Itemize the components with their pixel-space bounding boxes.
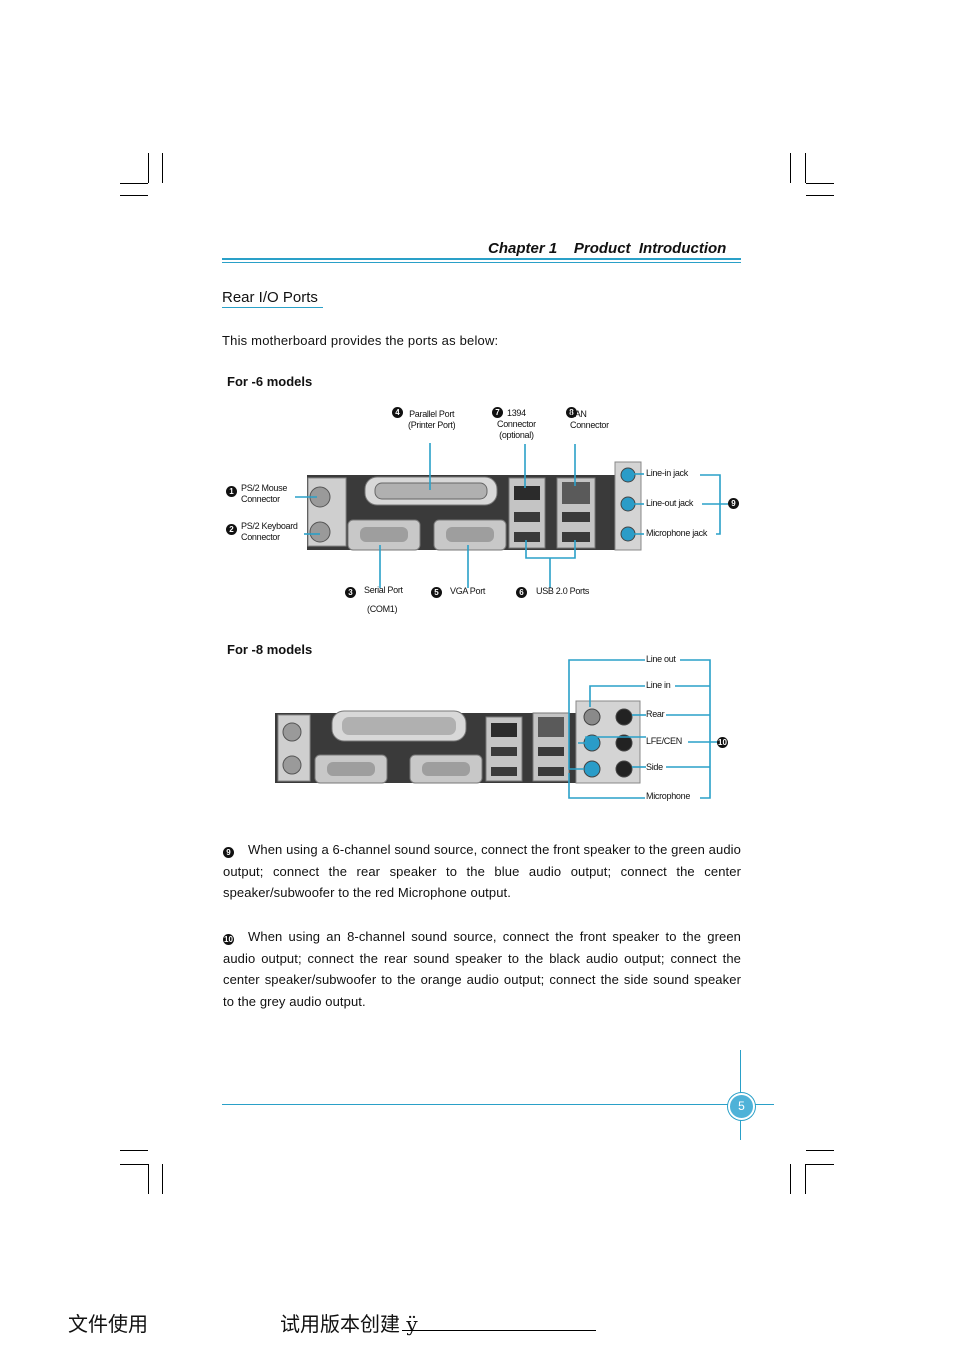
callout-8: 8	[566, 407, 577, 418]
crop-mark	[148, 153, 149, 183]
label-side: Side	[646, 762, 663, 772]
callout-1: 1	[226, 486, 237, 497]
crop-mark	[805, 1164, 806, 1194]
crop-mark	[120, 1164, 148, 1165]
crop-mark	[806, 1164, 834, 1165]
callout-3: 3	[345, 587, 356, 598]
footer-underline	[402, 1330, 596, 1331]
label-lfe-cen: LFE/CEN	[646, 736, 682, 746]
crop-mark	[162, 153, 163, 183]
header-rule	[222, 258, 741, 260]
note-9-text: When using a 6-channel sound source, con…	[223, 842, 741, 900]
intro-text: This motherboard provides the ports as b…	[222, 333, 499, 348]
label-rear: Rear	[646, 709, 665, 719]
callout-10: 10	[717, 737, 728, 748]
chapter-title: Product Introduction	[573, 240, 727, 257]
section-title-underline	[222, 307, 323, 308]
footer-right-text: 试用版本创建 ÿ	[280, 1312, 418, 1336]
section-title: Rear I/O Ports	[222, 289, 318, 306]
header-rule-thin	[222, 262, 741, 263]
callout-5: 5	[431, 587, 442, 598]
crop-mark	[790, 1164, 791, 1194]
label-serial-port: Serial Port	[364, 585, 403, 595]
crop-mark	[806, 195, 834, 196]
crop-mark	[790, 153, 791, 183]
footer-rule	[222, 1104, 774, 1105]
callout-6: 6	[516, 587, 527, 598]
label-line-out: Line out	[646, 654, 676, 664]
label-com1: (COM1)	[367, 604, 398, 614]
crop-mark	[120, 183, 148, 184]
note-10-text: When using an 8-channel sound source, co…	[223, 929, 741, 1009]
label-usb-ports: USB 2.0 Ports	[536, 586, 590, 596]
label-line-in: Line in	[646, 680, 671, 690]
label-ps2-mouse: PS/2 Mouse Connector	[241, 483, 288, 504]
model6-title: For -6 models	[227, 374, 313, 389]
chapter-label: Chapter 1	[488, 240, 558, 257]
label-line-out-jack: Line-out jack	[646, 498, 694, 508]
footer-left-text: 文件使用	[68, 1312, 148, 1336]
model8-title: For -8 models	[227, 642, 313, 657]
label-parallel-port: Parallel Port (Printer Port)	[408, 409, 456, 430]
crop-mark	[806, 183, 834, 184]
label-line-in-jack: Line-in jack	[646, 468, 688, 478]
rear-io-diagram-8ch	[275, 659, 718, 799]
note-10-number: 10	[223, 934, 234, 945]
label-1394: 1394 Connector (optional)	[497, 408, 536, 440]
label-ps2-keyboard: PS/2 Keyboard Connector	[241, 521, 298, 542]
crop-mark	[120, 1150, 148, 1151]
label-lan: LAN Connector	[570, 409, 609, 430]
label-microphone-jack: Microphone jack	[646, 528, 708, 538]
crop-mark	[806, 1150, 834, 1151]
chapter-header: Chapter 1 Product Introduction	[488, 240, 726, 257]
label-microphone: Microphone	[646, 791, 691, 801]
callout-7: 7	[492, 407, 503, 418]
crop-mark	[120, 195, 148, 196]
callout-2: 2	[226, 524, 237, 535]
callout-9: 9	[728, 498, 739, 509]
rear-io-diagram-6ch	[295, 443, 728, 588]
note-9-number: 9	[223, 847, 234, 858]
ps2-keyboard-port	[309, 521, 331, 543]
callout-4: 4	[392, 407, 403, 418]
crop-mark	[148, 1164, 149, 1194]
label-vga-port: VGA Port	[450, 586, 486, 596]
crop-mark	[162, 1164, 163, 1194]
crop-mark	[805, 153, 806, 183]
page-number: 5	[728, 1093, 755, 1120]
